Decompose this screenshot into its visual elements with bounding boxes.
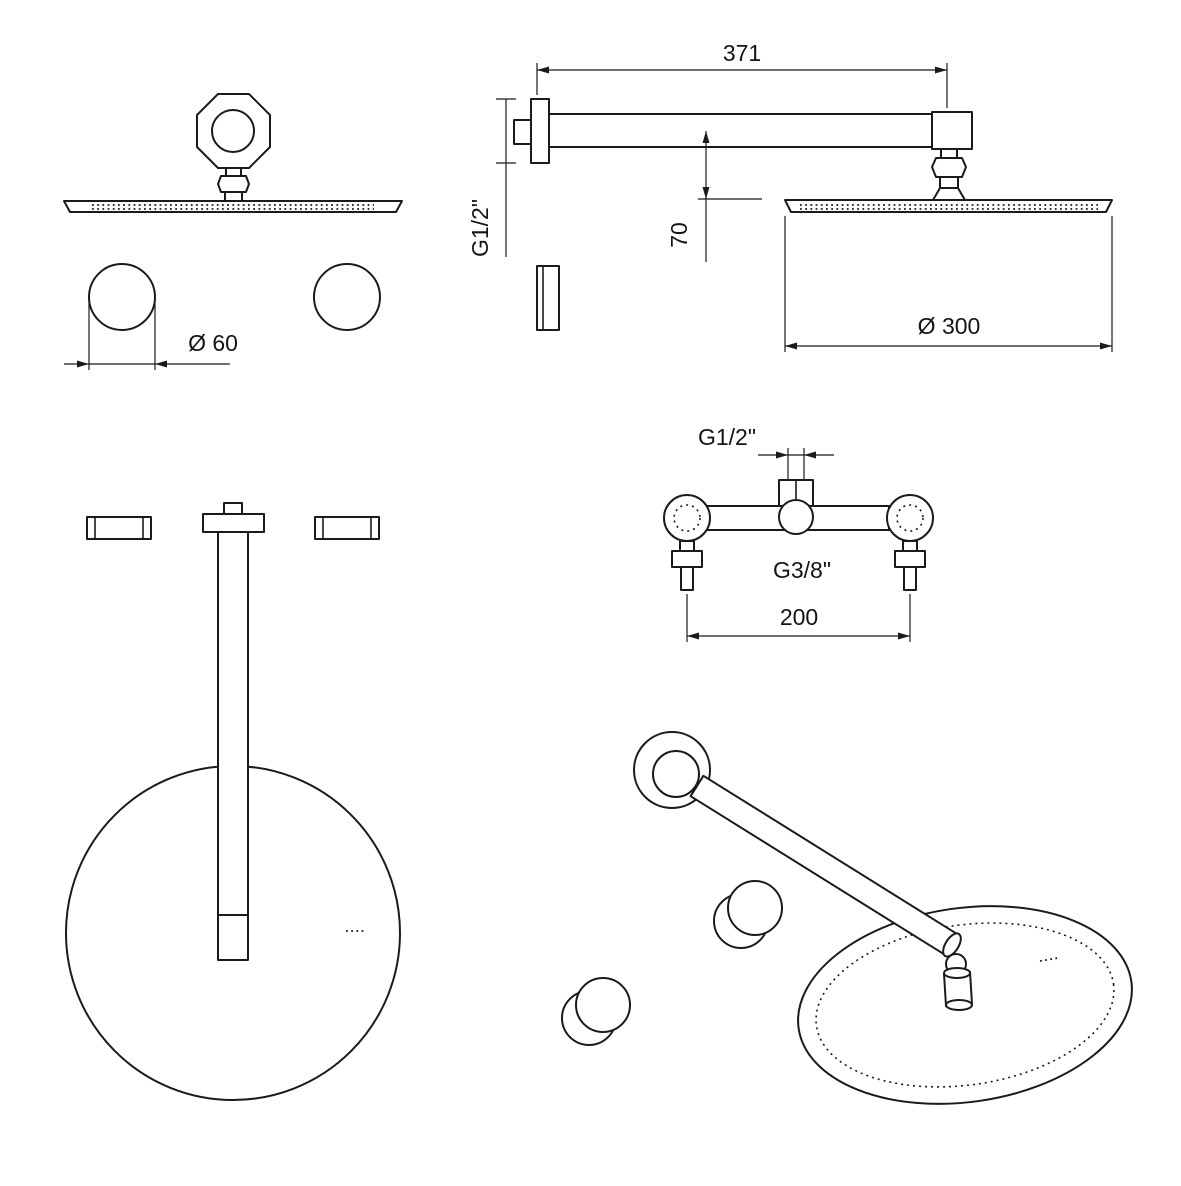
valve-right-fitting: [894, 540, 926, 591]
dim-head-diameter: Ø 300: [784, 216, 1113, 352]
knob-front-right: [313, 263, 381, 331]
shower-head-side: [784, 199, 1113, 213]
valve-left-fitting: [671, 540, 703, 591]
hanging-ring: [196, 93, 271, 202]
swivel-connector: [931, 148, 967, 201]
valve-body: [663, 479, 934, 542]
dim-wall-thread: G1/2": [467, 98, 516, 257]
dim-arm-length: 371: [536, 40, 948, 108]
dim-label-head-diameter: Ø 300: [918, 313, 981, 339]
top-view: [65, 502, 401, 1101]
wall-flange-perspective: [633, 731, 711, 809]
arm-perspective: [689, 774, 973, 1011]
dim-label-outlet-thread: G3/8": [773, 557, 831, 583]
dim-label-head-offset: 70: [666, 222, 692, 248]
dim-head-offset: 70: [666, 131, 762, 262]
knob-perspective-upper: [713, 880, 783, 949]
knob-perspective-lower: [561, 977, 631, 1046]
perspective-view: [561, 731, 1133, 1105]
dim-label-inlet-thread: G1/2": [698, 424, 756, 450]
knob-front-left: [88, 263, 156, 331]
front-view: Ø 60: [63, 93, 403, 370]
dim-label-knob-diameter: Ø 60: [188, 330, 238, 356]
dim-inlet-thread: [758, 448, 834, 479]
dim-label-port-spacing: 200: [780, 604, 818, 630]
shower-arm: [548, 111, 973, 150]
cap-left: [86, 516, 152, 540]
escutcheon-side: [536, 265, 560, 331]
dim-port-spacing: 200: [686, 594, 911, 642]
valve-view: G1/2" G3/8": [663, 424, 934, 642]
dim-label-arm-length: 371: [723, 40, 761, 66]
dim-label-wall-thread: G1/2": [467, 199, 493, 257]
side-view: 371 G1/2": [467, 40, 1113, 352]
wall-flange: [513, 98, 550, 164]
ceiling-arm-top: [202, 502, 265, 961]
cap-right: [314, 516, 380, 540]
shower-head-edge: [63, 200, 403, 213]
dim-knob-diameter: Ø 60: [64, 299, 238, 370]
